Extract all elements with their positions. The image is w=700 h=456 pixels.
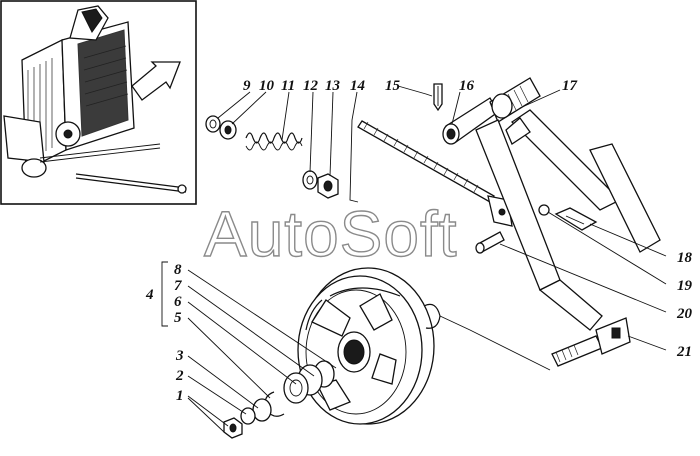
callout-3: 3: [175, 348, 184, 364]
callout-16: 16: [459, 78, 475, 94]
watermark-text: AutoSoft: [204, 198, 458, 270]
part-15-cotter-pin: [433, 83, 443, 112]
part-17-lever-bracket: [475, 77, 661, 331]
part-18-plate: [554, 207, 598, 231]
bearing-stack: [223, 360, 335, 439]
callout-11: 11: [281, 78, 295, 94]
callout-20: 20: [676, 306, 693, 322]
part-20-pin: [475, 231, 505, 254]
part-12-washer: [302, 170, 318, 190]
callout-19: 19: [677, 278, 693, 294]
callout-1: 1: [176, 388, 184, 404]
part-9-washer: [205, 115, 221, 133]
callout-13: 13: [325, 78, 341, 94]
callout-18: 18: [677, 250, 693, 266]
leader-lines: [161, 85, 667, 433]
callout-14: 14: [350, 78, 366, 94]
callout-15: 15: [385, 78, 401, 94]
callout-5: 5: [174, 310, 182, 326]
callout-6: 6: [174, 294, 182, 310]
part-19-washer: [538, 204, 550, 216]
inset-overview: [0, 0, 197, 205]
callout-10: 10: [259, 78, 275, 94]
callout-7: 7: [174, 278, 182, 294]
part-13-nut: [317, 173, 339, 199]
part-21-axle-pin: [551, 317, 631, 367]
callout-12: 12: [303, 78, 319, 94]
callout-17: 17: [562, 78, 578, 94]
callout-4: 4: [145, 287, 154, 303]
callout-2: 2: [175, 368, 184, 384]
callout-21: 21: [676, 344, 692, 360]
callout-8: 8: [174, 262, 182, 278]
pulley: [297, 267, 435, 425]
part-11-spring: [245, 132, 303, 151]
part-10-ring: [219, 120, 237, 140]
callout-9: 9: [243, 78, 251, 94]
callout-labels: 9 10 11 12 13 14 15 16 17 18 19 20 21 8 …: [145, 78, 693, 404]
